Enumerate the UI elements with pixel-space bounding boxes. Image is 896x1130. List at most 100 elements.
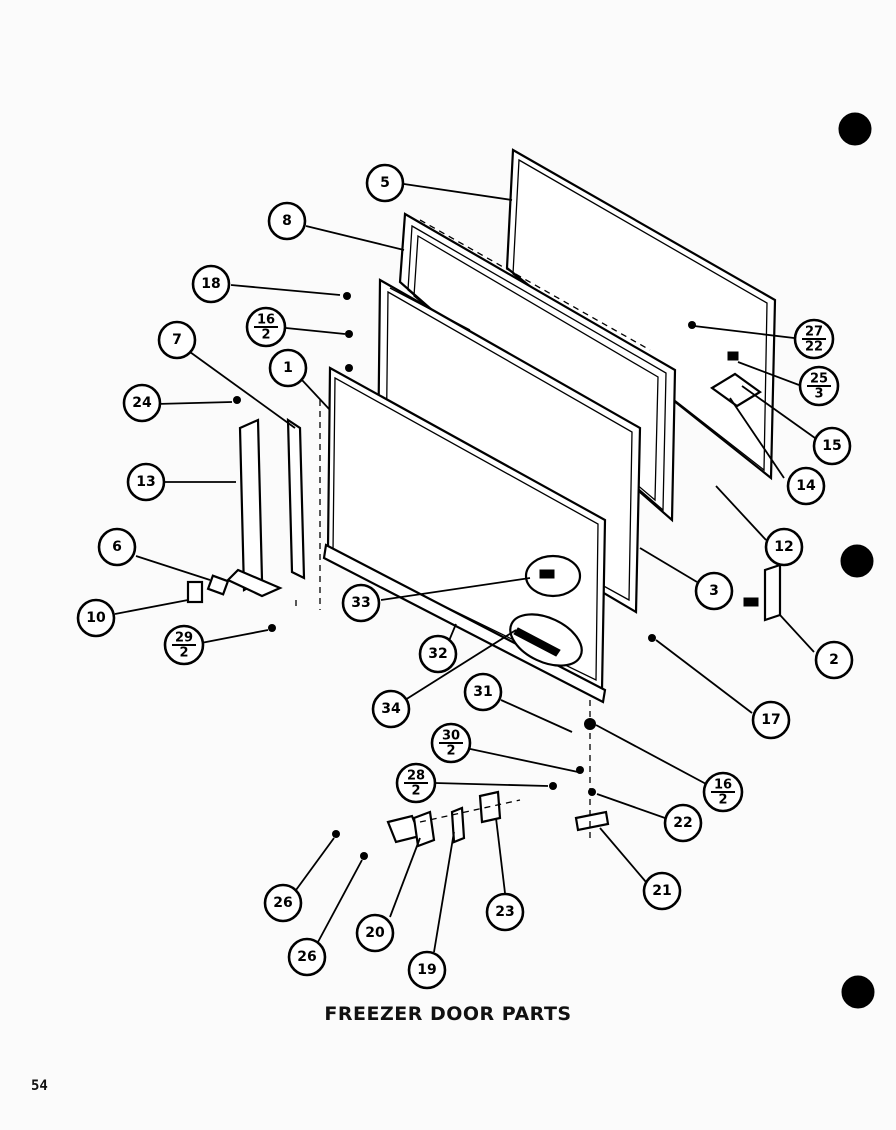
screw-icon xyxy=(332,830,340,838)
callout-denominator: 22 xyxy=(805,340,823,355)
part-bottom-hinge-assembly xyxy=(386,700,610,848)
part-door-outer-panel xyxy=(505,148,777,481)
callout-label: 18 xyxy=(201,276,220,292)
registration-dot xyxy=(838,112,872,146)
callout-label: 21 xyxy=(652,883,671,899)
callout-6: 6 xyxy=(97,527,137,567)
screw-icon xyxy=(345,364,353,372)
callout-22: 22 xyxy=(663,803,703,843)
callout-26b: 26 xyxy=(287,937,327,977)
callout-denominator: 3 xyxy=(814,387,823,402)
callout-10: 10 xyxy=(76,598,116,638)
callout-circle xyxy=(485,892,525,932)
callout-numerator: 29 xyxy=(175,631,193,646)
callout-label: 7 xyxy=(172,332,182,348)
callout-3: 3 xyxy=(694,571,734,611)
callout-circle xyxy=(76,598,116,638)
callout-7: 7 xyxy=(157,320,197,360)
callout-label: 19 xyxy=(417,962,436,978)
callout-circle xyxy=(463,672,503,712)
screw-icon xyxy=(233,396,241,404)
callout-label: 14 xyxy=(796,478,816,494)
registration-dot xyxy=(840,544,874,578)
callout-1: 1 xyxy=(268,348,308,388)
callout-12: 12 xyxy=(764,527,804,567)
callout-13: 13 xyxy=(126,462,166,502)
callout-23: 23 xyxy=(485,892,525,932)
callout-28: 282 xyxy=(395,762,437,804)
callout-denominator: 2 xyxy=(446,744,455,759)
callout-circle xyxy=(694,571,734,611)
callout-numerator: 25 xyxy=(810,372,828,387)
callout-14: 14 xyxy=(786,466,826,506)
callout-label: 32 xyxy=(428,646,447,662)
callout-numerator: 30 xyxy=(442,729,460,744)
callout-circle xyxy=(122,383,162,423)
part-bottom-trim xyxy=(322,543,607,704)
part-top-hinge-bracket xyxy=(710,351,762,408)
callout-16b: 162 xyxy=(702,771,744,813)
callout-label: 8 xyxy=(282,213,292,229)
callout-32: 32 xyxy=(418,634,458,674)
part-shelf-clip-inset xyxy=(524,554,582,598)
screw-icon xyxy=(549,782,557,790)
callout-circle xyxy=(126,462,166,502)
callout-circle xyxy=(97,527,137,567)
diagram-title: FREEZER DOOR PARTS xyxy=(324,1003,572,1025)
callout-15: 15 xyxy=(812,426,852,466)
callout-denominator: 2 xyxy=(261,328,270,343)
callout-denominator: 2 xyxy=(179,646,188,661)
callout-26a: 26 xyxy=(263,883,303,923)
callout-34: 34 xyxy=(371,689,411,729)
callout-label: 13 xyxy=(136,474,155,490)
callout-circle xyxy=(418,634,458,674)
part-right-hinge xyxy=(743,563,782,622)
callout-numerator: 16 xyxy=(714,778,732,793)
callout-numerator: 28 xyxy=(407,769,425,784)
callout-circle xyxy=(268,348,308,388)
part-hinge-cover-inset xyxy=(509,613,583,667)
callout-25: 253 xyxy=(798,365,840,407)
callout-label: 33 xyxy=(351,595,370,611)
callout-17: 17 xyxy=(751,700,791,740)
callout-8: 8 xyxy=(267,201,307,241)
callout-circle xyxy=(263,883,303,923)
callout-circle xyxy=(407,950,447,990)
screw-icon xyxy=(268,624,276,632)
callout-label: 5 xyxy=(380,175,390,191)
callout-label: 23 xyxy=(495,904,514,920)
part-hinge-pin-block xyxy=(186,574,230,604)
callout-denominator: 2 xyxy=(411,784,420,799)
callout-denominator: 2 xyxy=(718,793,727,808)
callout-label: 24 xyxy=(132,395,152,411)
callout-circle xyxy=(751,700,791,740)
callout-label: 34 xyxy=(381,701,401,717)
callout-circle xyxy=(814,640,854,680)
screw-icon xyxy=(648,634,656,642)
callout-31: 31 xyxy=(463,672,503,712)
callout-21: 21 xyxy=(642,871,682,911)
callout-label: 1 xyxy=(283,360,293,376)
callout-label: 6 xyxy=(112,539,122,555)
callout-5: 5 xyxy=(365,163,405,203)
registration-dot xyxy=(841,975,875,1009)
callout-circle xyxy=(355,913,395,953)
callout-2: 2 xyxy=(814,640,854,680)
callout-24: 24 xyxy=(122,383,162,423)
callout-label: 12 xyxy=(774,539,793,555)
callout-circle xyxy=(191,264,231,304)
callout-30: 302 xyxy=(430,722,472,764)
screw-icon xyxy=(345,330,353,338)
screw-icon xyxy=(343,292,351,300)
callout-label: 26 xyxy=(297,949,316,965)
screw-icon xyxy=(576,766,584,774)
callout-33: 33 xyxy=(341,583,381,623)
callout-label: 2 xyxy=(829,652,839,668)
callout-circle xyxy=(663,803,703,843)
screw-icon xyxy=(360,852,368,860)
callout-18: 18 xyxy=(191,264,231,304)
callout-16a: 162 xyxy=(245,306,287,348)
callout-circle xyxy=(287,937,327,977)
